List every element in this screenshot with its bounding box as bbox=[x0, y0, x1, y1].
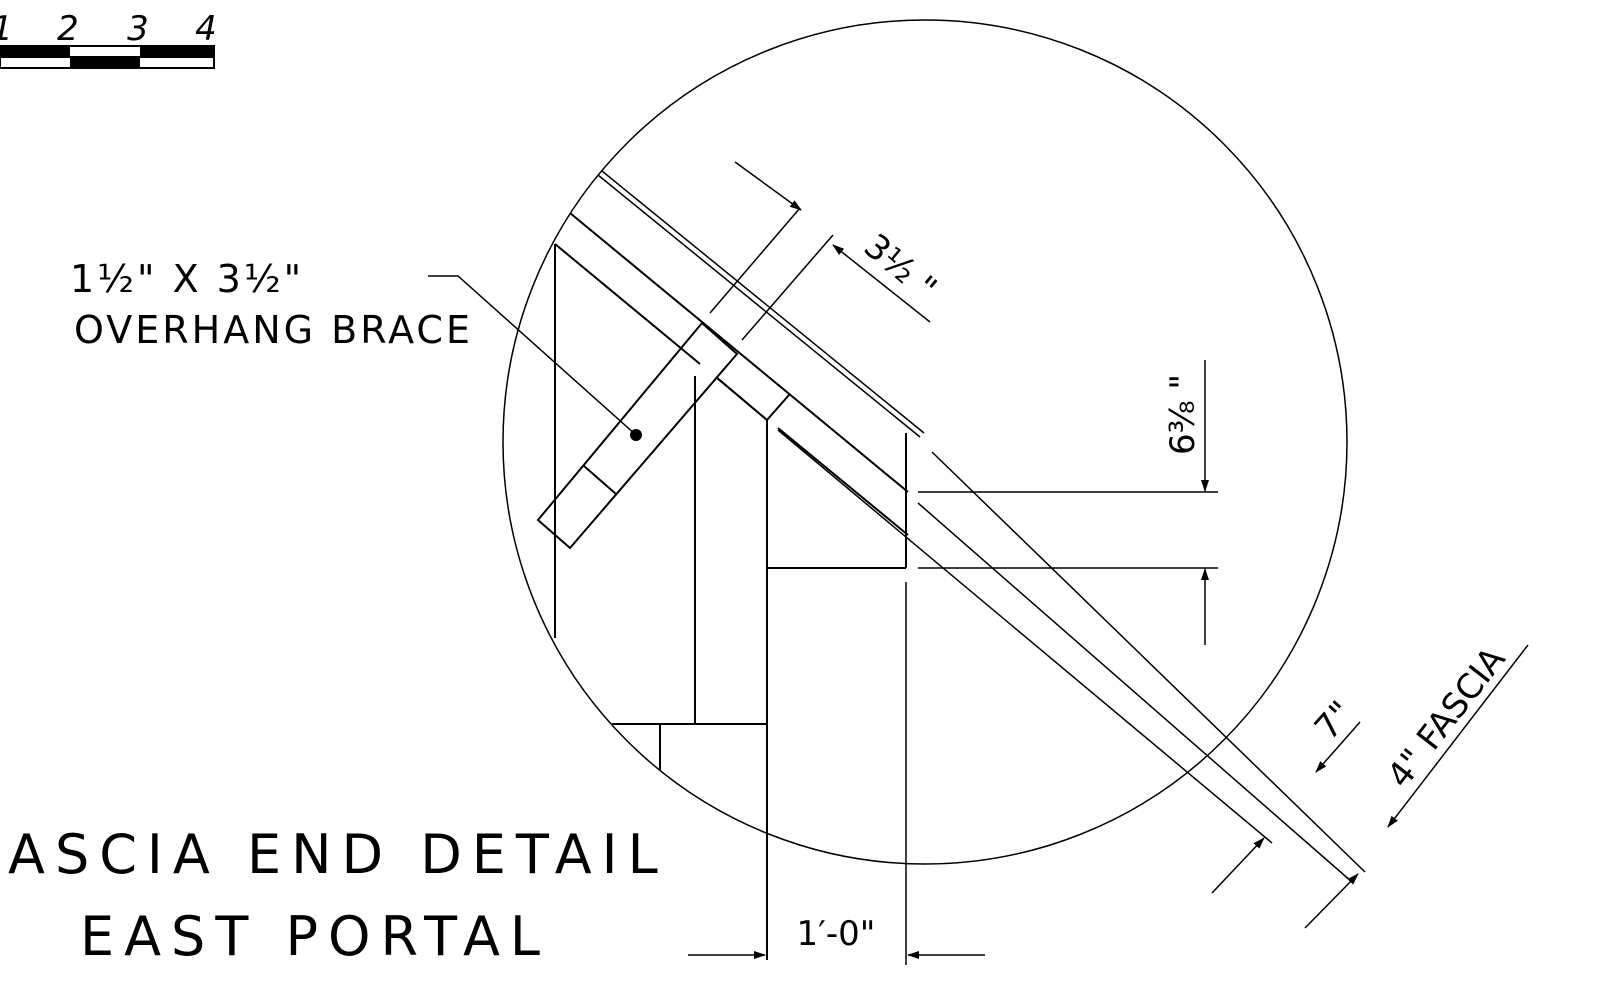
rafter-bottom-line bbox=[554, 243, 701, 365]
dimension-leader bbox=[734, 161, 802, 211]
callout-leader bbox=[428, 275, 637, 436]
dim-7: 7" bbox=[1211, 694, 1362, 894]
callout-size-label: 1½" X 3½" bbox=[70, 257, 304, 301]
dim-3-5: 3½ " bbox=[709, 161, 944, 341]
overhang-brace bbox=[428, 275, 739, 550]
dim-label-6-3-8: 6⅜ " bbox=[1163, 374, 1203, 455]
scale-tick-4: 4 bbox=[195, 9, 217, 49]
title-line-1: ASCIA END DETAIL bbox=[8, 823, 668, 886]
dimension-leader bbox=[1387, 644, 1529, 828]
brace-outline bbox=[536, 321, 739, 550]
scale-bar: 1 2 3 4 bbox=[0, 9, 217, 69]
dimension-leader bbox=[1304, 873, 1359, 929]
block-wedge bbox=[766, 394, 790, 421]
dimension-leader bbox=[1211, 837, 1265, 894]
scale-bar-segment bbox=[140, 46, 214, 57]
detail-circle bbox=[502, 19, 1348, 865]
dim-label-7: 7" bbox=[1307, 694, 1362, 748]
fascia-extension-line bbox=[931, 451, 1366, 873]
dim-label-1-0: 1′-0" bbox=[797, 914, 876, 954]
rafter-bottom-line bbox=[777, 427, 909, 536]
scale-tick-3: 3 bbox=[127, 9, 149, 49]
extension-line bbox=[741, 234, 834, 341]
roof-sheathing-line bbox=[601, 170, 925, 434]
fascia-extension-line bbox=[777, 429, 1273, 844]
extension-line bbox=[709, 207, 801, 314]
dim-label-4-fascia: 4" FASCIA bbox=[1380, 640, 1514, 796]
dim-4-fascia: 4" FASCIA bbox=[1304, 640, 1529, 929]
scale-tick-2: 2 bbox=[57, 9, 79, 49]
rafter-top-line bbox=[569, 212, 909, 493]
scale-bar-segment bbox=[70, 57, 140, 68]
dimension-leader bbox=[832, 244, 931, 323]
block-wedge bbox=[715, 376, 768, 421]
dim-1-0: 1′-0" bbox=[688, 582, 985, 965]
fascia-extension-line bbox=[917, 502, 1353, 883]
title-line-2: EAST PORTAL bbox=[80, 905, 550, 968]
brace-joint-line bbox=[583, 465, 617, 495]
framing bbox=[554, 170, 925, 960]
callout-name-label: OVERHANG BRACE bbox=[74, 308, 473, 352]
dim-label-3-5: 3½ " bbox=[856, 226, 944, 309]
roof-sheathing-line bbox=[597, 174, 921, 438]
dimension-leader bbox=[1315, 721, 1361, 773]
fascia bbox=[777, 429, 1366, 883]
scale-bar-segment bbox=[0, 46, 70, 57]
dim-6-3-8: 6⅜ " bbox=[918, 360, 1218, 645]
scale-tick-1: 1 bbox=[0, 9, 13, 49]
